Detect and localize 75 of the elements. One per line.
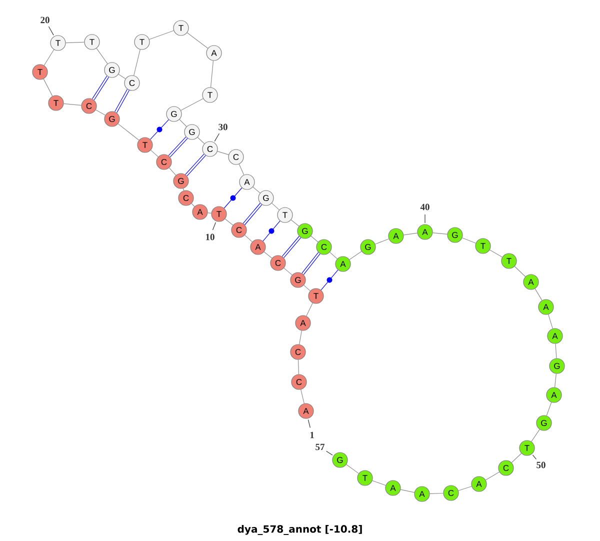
base-pair-line xyxy=(224,188,242,208)
backbone-line xyxy=(330,252,338,260)
backbone-line xyxy=(290,220,300,226)
backbone-line xyxy=(306,302,313,316)
backbone-line xyxy=(372,480,386,486)
position-number: 40 xyxy=(420,204,430,210)
backbone-line xyxy=(299,330,302,345)
backbone-line xyxy=(182,188,184,191)
base-pair-line xyxy=(185,154,206,176)
backbone-line xyxy=(304,284,310,292)
backbone-line xyxy=(44,49,54,66)
backbone-line xyxy=(548,314,553,329)
backbone-line xyxy=(403,232,418,236)
base-pair-line xyxy=(262,220,280,242)
backbone-line xyxy=(432,232,448,235)
backbone-line xyxy=(244,234,252,242)
backbone-line xyxy=(489,250,503,258)
position-number: 1 xyxy=(310,432,314,438)
backbone-line xyxy=(346,464,359,474)
backbone-line xyxy=(514,266,526,277)
backbone-line xyxy=(534,288,542,301)
base-pair-line xyxy=(282,236,302,258)
backbone-line xyxy=(210,60,214,88)
backbone-line xyxy=(150,150,158,158)
backbone-line xyxy=(430,492,444,494)
backbone-line xyxy=(531,429,540,442)
backbone-line xyxy=(400,489,415,493)
backbone-line xyxy=(252,186,260,194)
backbone-line xyxy=(118,74,126,80)
backbone-line xyxy=(180,98,204,111)
backbone-line xyxy=(63,103,82,106)
base-pair-line xyxy=(168,136,188,158)
base-pair-line xyxy=(302,252,320,275)
backbone-line xyxy=(149,30,174,40)
backbone-line xyxy=(310,236,318,242)
backbone-line xyxy=(300,389,304,404)
backbone-line xyxy=(118,124,140,140)
backbone-line xyxy=(462,238,476,244)
position-number: 10 xyxy=(206,234,214,240)
base-pair-line xyxy=(92,76,109,100)
backbone-line xyxy=(555,343,557,359)
backbone-line xyxy=(66,42,84,44)
backbone-line xyxy=(179,119,187,127)
base-pair-line xyxy=(320,270,338,290)
backbone-line xyxy=(96,48,108,64)
backbone-line xyxy=(134,49,140,76)
backbone-line xyxy=(349,251,362,260)
backbone-line xyxy=(43,78,53,96)
backbone-line xyxy=(374,238,390,244)
position-number: 30 xyxy=(218,124,228,130)
backbone-line xyxy=(191,203,195,207)
backbone-line xyxy=(458,486,472,491)
backbone-line xyxy=(554,373,556,388)
backbone-line xyxy=(186,32,208,49)
backbone-line xyxy=(238,164,244,176)
position-number: 50 xyxy=(536,462,546,468)
caption: dya_578_annot [-10.8] xyxy=(238,525,362,535)
position-number: 57 xyxy=(316,444,325,450)
backbone-line xyxy=(485,472,500,480)
base-pair-line xyxy=(114,89,130,113)
backbone-line xyxy=(96,110,106,116)
backbone-line xyxy=(298,360,300,374)
backbone-line xyxy=(207,212,212,214)
backbone-line xyxy=(168,168,176,176)
position-number: 20 xyxy=(40,16,50,24)
base-pair-line xyxy=(242,203,262,225)
backbone-line xyxy=(284,268,292,276)
backbone-line xyxy=(272,202,280,210)
backbone-line xyxy=(224,218,234,226)
backbone-line xyxy=(546,402,552,416)
backbone-line xyxy=(511,453,522,463)
backbone-line xyxy=(197,137,205,144)
backbone-line xyxy=(217,150,229,155)
base-pair-line xyxy=(150,119,169,140)
backbone-line xyxy=(264,252,272,258)
